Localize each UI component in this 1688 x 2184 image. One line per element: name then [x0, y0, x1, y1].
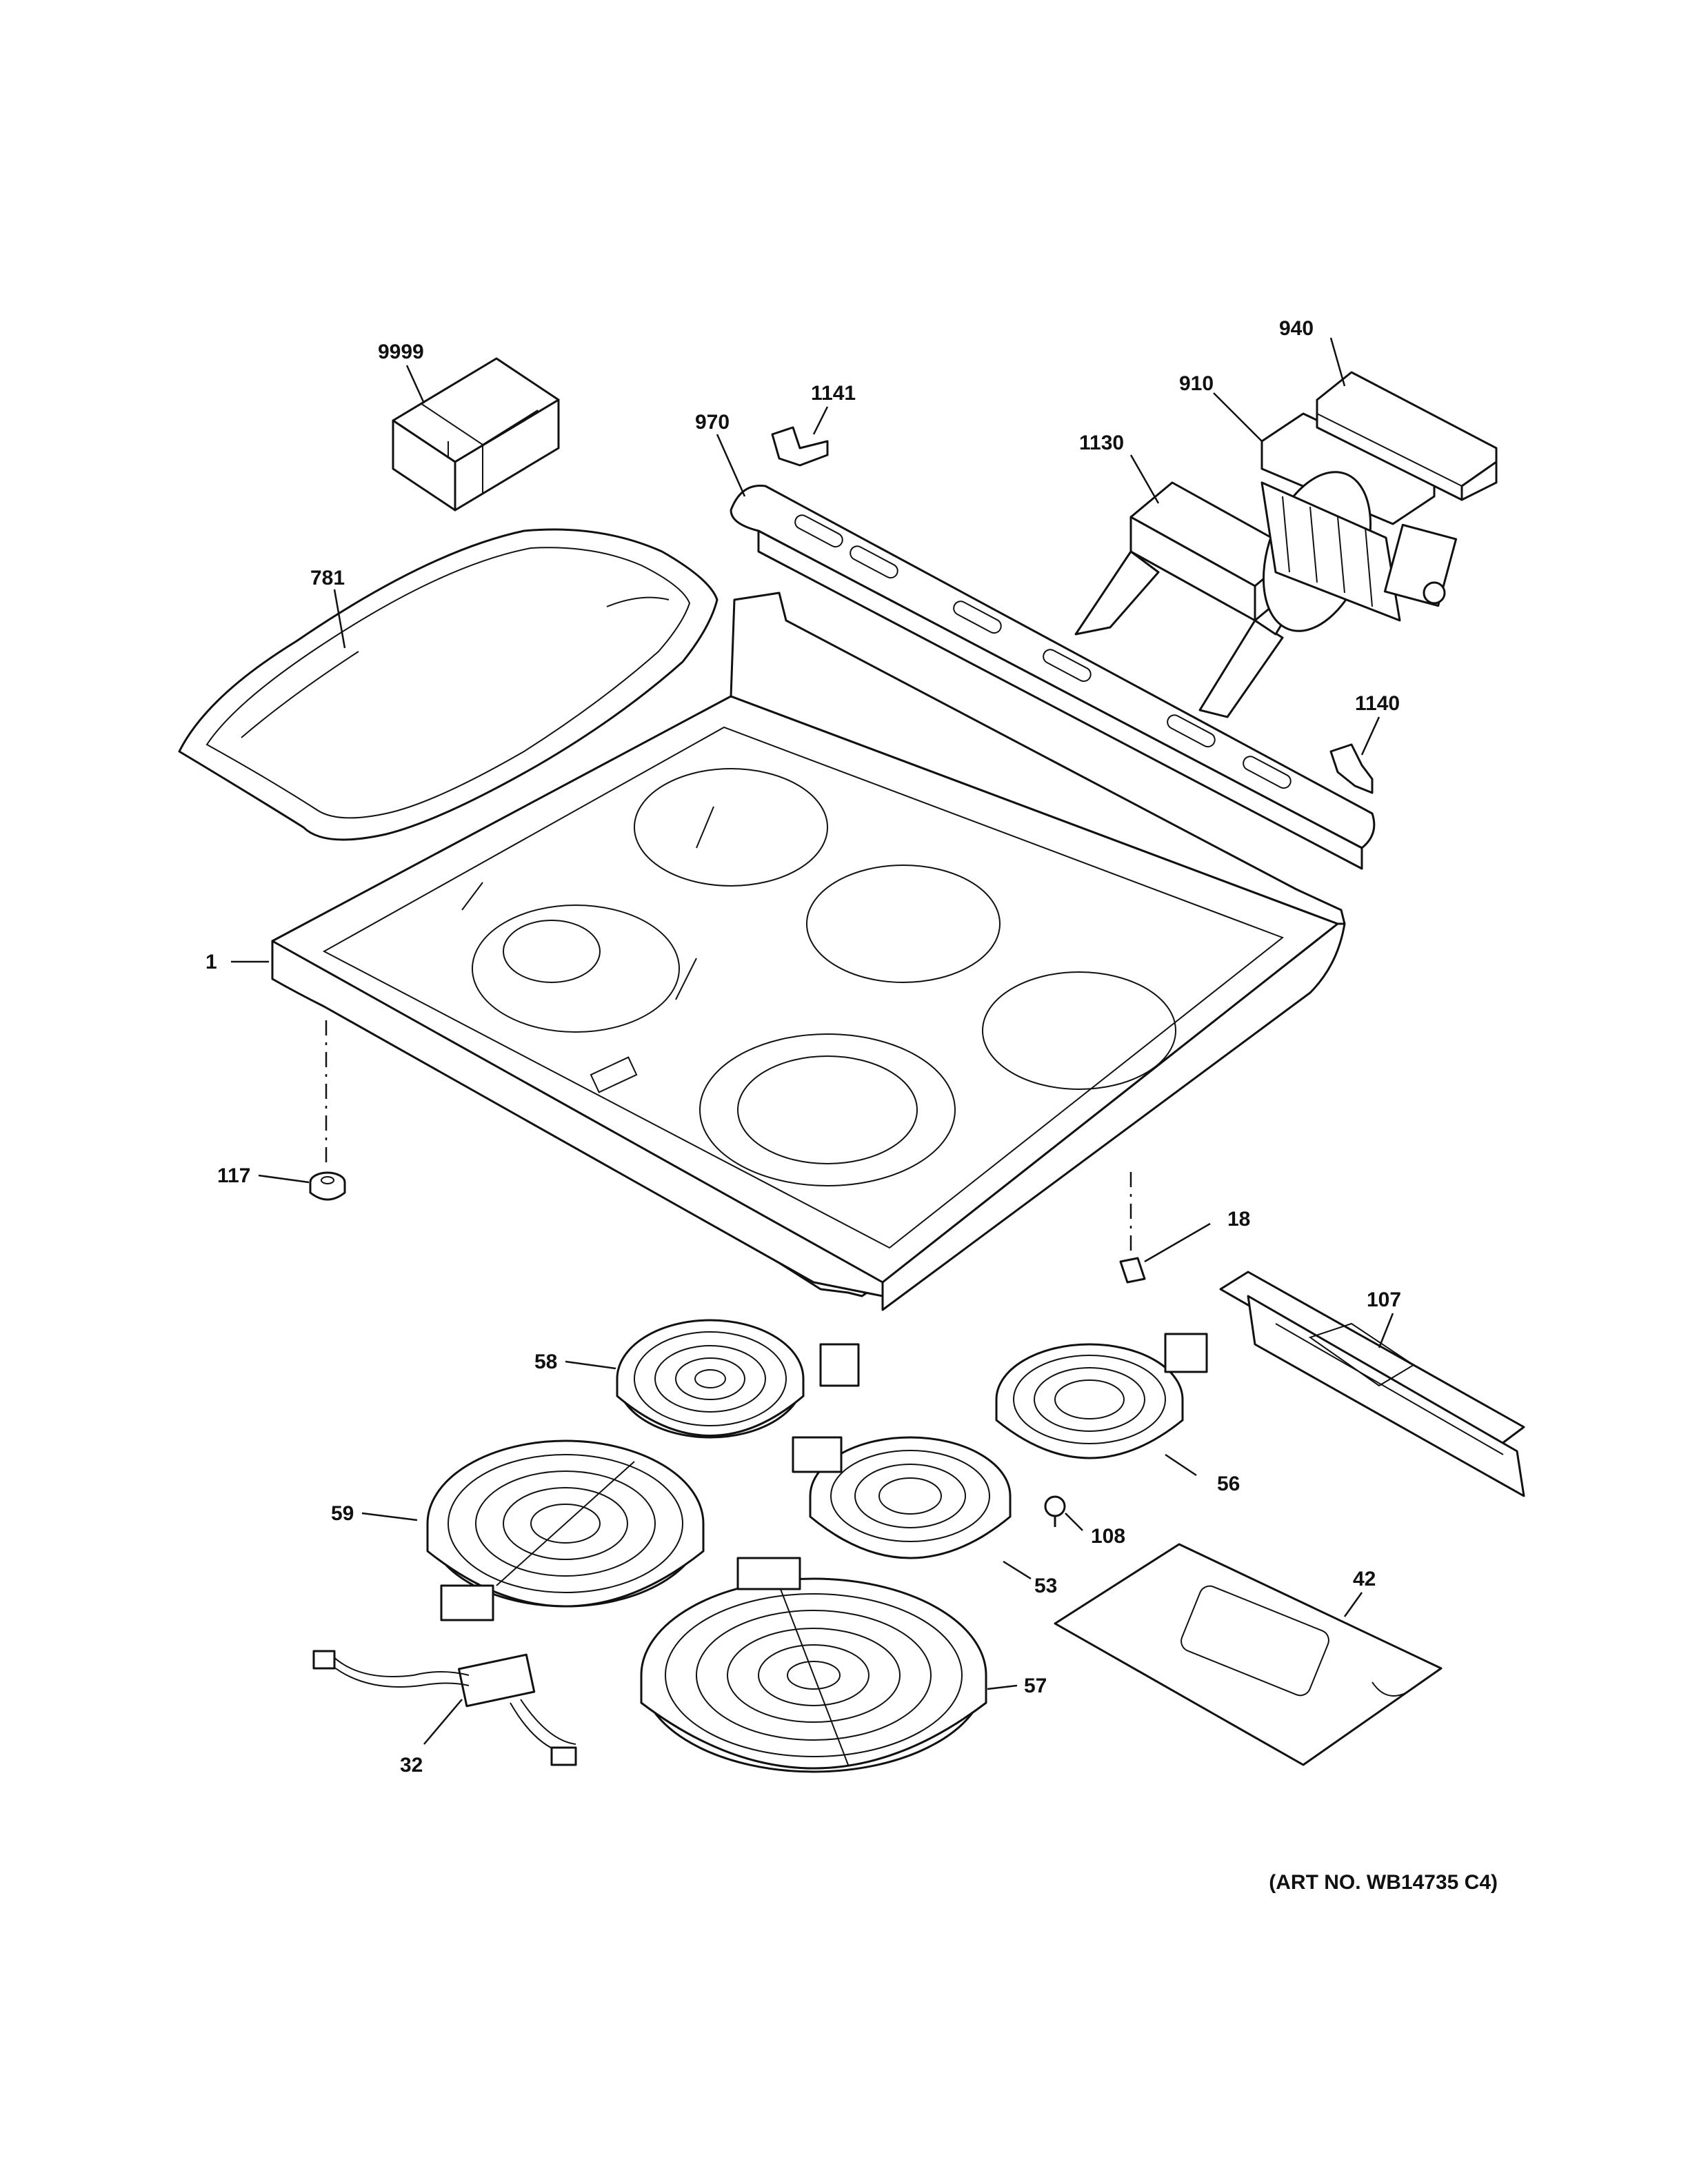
part-781-griddle [178, 528, 719, 841]
part-1140-bracket [1329, 743, 1374, 794]
part-42-plate [1054, 1543, 1443, 1766]
callout-117: 117 [217, 1164, 250, 1187]
callout-59: 59 [331, 1502, 354, 1525]
leader-lines [231, 337, 1394, 1745]
callout-970: 970 [695, 411, 730, 434]
callout-42: 42 [1353, 1568, 1376, 1590]
callout-53: 53 [1034, 1575, 1057, 1597]
part-32-harness [312, 1650, 577, 1766]
part-107-bracket [1219, 1271, 1525, 1497]
callout-781: 781 [310, 567, 345, 589]
part-53-element [792, 1436, 1012, 1559]
part-970-vent-trim [730, 484, 1376, 870]
callout-1130: 1130 [1079, 432, 1124, 454]
part-108-screw [1044, 1495, 1066, 1527]
callout-32: 32 [400, 1754, 423, 1777]
part-910-fan [1260, 412, 1458, 632]
callout-56: 56 [1217, 1473, 1240, 1495]
callout-58: 58 [534, 1351, 557, 1373]
part-59-element [426, 1439, 705, 1621]
part-18-clip [1119, 1257, 1146, 1284]
callout-1140: 1140 [1355, 692, 1400, 715]
art-number: (ART NO. WB14735 C4) [1269, 1871, 1498, 1894]
callout-108: 108 [1091, 1525, 1125, 1548]
callout-1141: 1141 [811, 382, 856, 405]
part-9999-box [392, 357, 560, 512]
callout-57: 57 [1024, 1675, 1047, 1697]
part-58-element [616, 1319, 860, 1439]
part-1130-fan-bracket [1074, 481, 1298, 718]
part-57-element [640, 1557, 987, 1773]
part-1141-bracket [771, 426, 829, 467]
part-940-cover [1316, 371, 1498, 501]
callout-18: 18 [1227, 1208, 1250, 1231]
callout-107: 107 [1367, 1288, 1401, 1311]
callout-9999: 9999 [378, 341, 424, 363]
part-56-element [995, 1333, 1208, 1459]
callout-940: 940 [1279, 317, 1314, 340]
part-1-cooktop [271, 592, 1346, 1311]
part-117-foot [309, 1171, 346, 1201]
callout-1: 1 [205, 951, 217, 973]
callout-910: 910 [1179, 372, 1214, 395]
